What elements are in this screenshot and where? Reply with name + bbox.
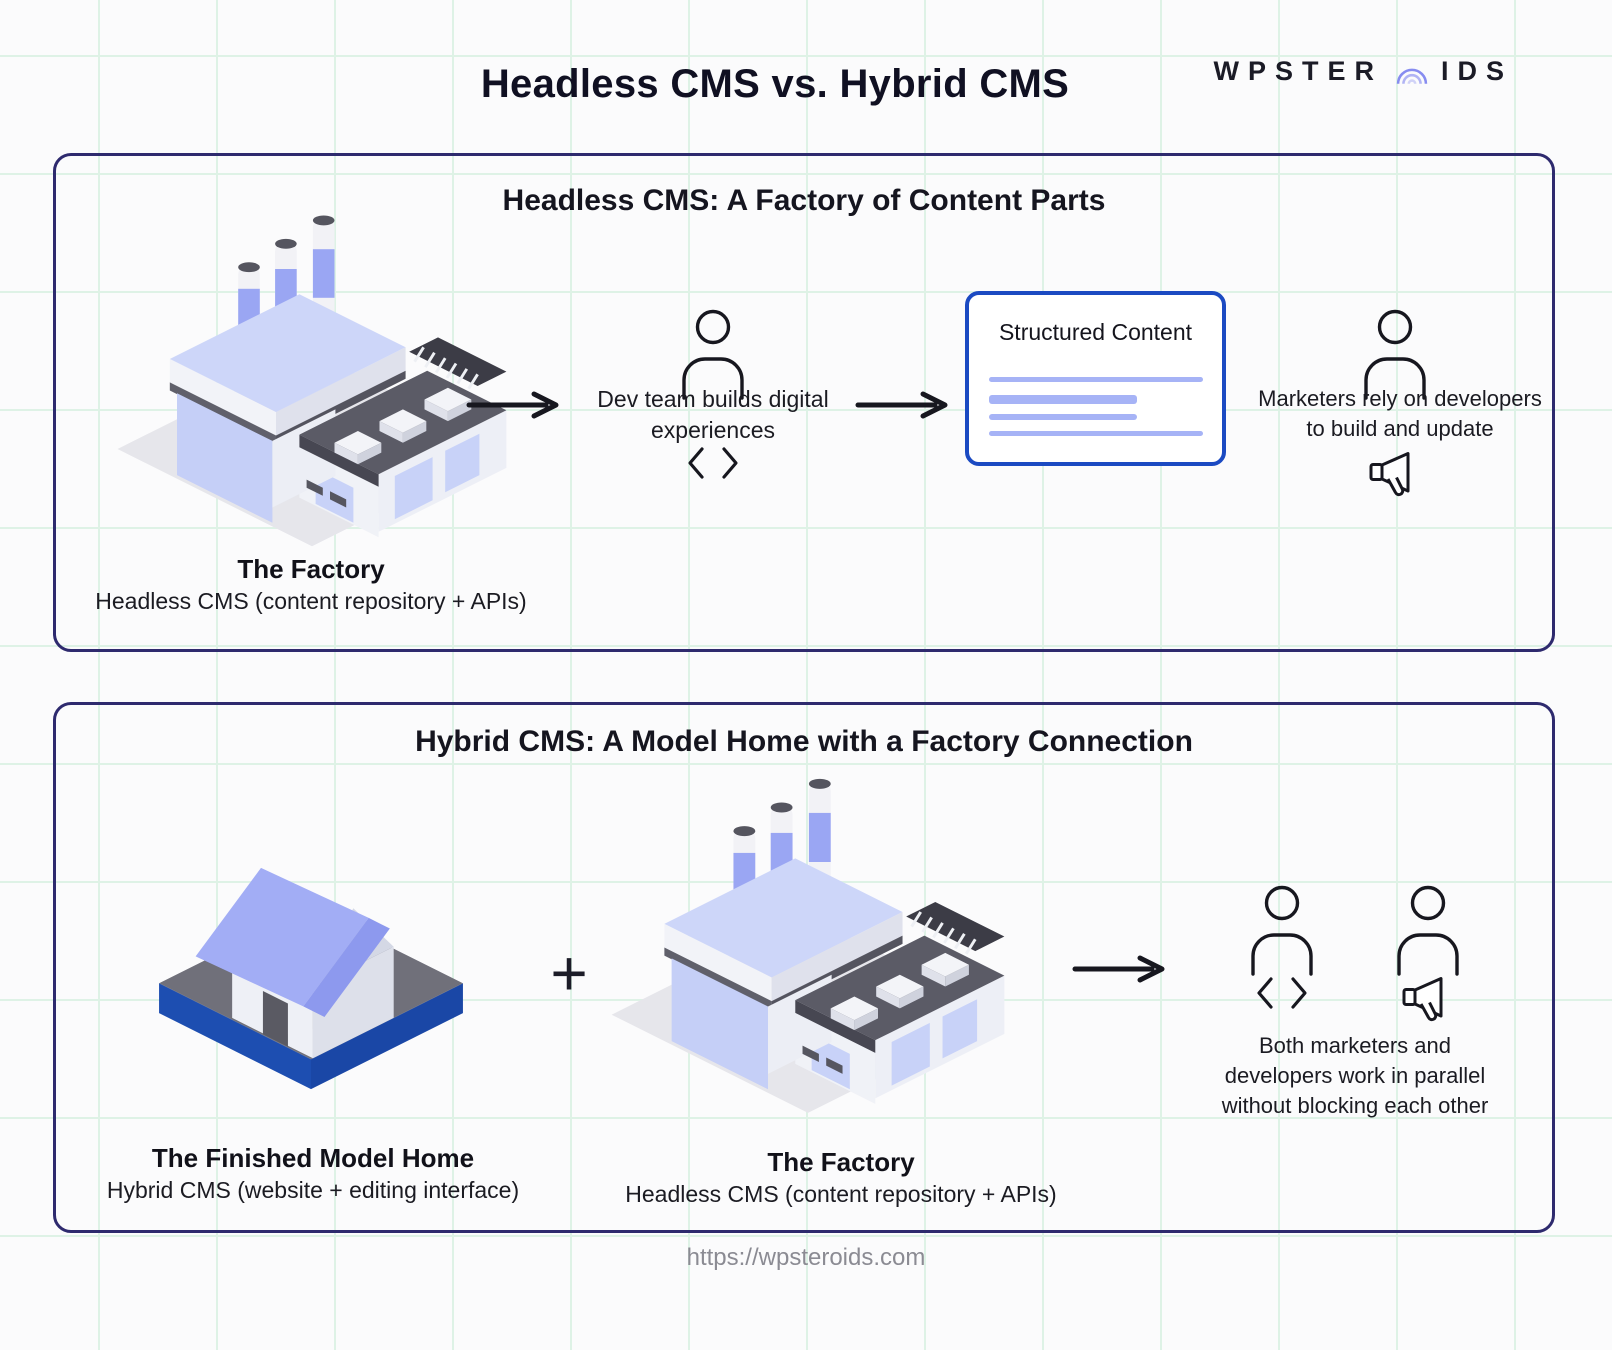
content-line	[989, 414, 1137, 420]
caption-line: Marketers rely on developers	[1258, 386, 1542, 411]
megaphone-icon	[1367, 448, 1423, 498]
caption-line: to build and update	[1306, 416, 1494, 441]
person-icon	[1387, 884, 1469, 976]
caption-line: experiences	[650, 417, 776, 443]
logo-text-right: IDS	[1440, 56, 1513, 86]
content-line	[989, 431, 1203, 436]
home-label: The Finished Model Home Hybrid CMS (webs…	[63, 1141, 563, 1206]
arrow-right-icon	[855, 390, 951, 420]
brand-logo: WPSTER IDS	[1213, 56, 1513, 87]
house-illustration	[146, 791, 476, 1091]
caption-line: without blocking each other	[1221, 1093, 1489, 1118]
panel-headless-heading: Headless CMS: A Factory of Content Parts	[502, 184, 1106, 217]
panel-hybrid-cms: Hybrid CMS: A Model Home with a Factory …	[53, 702, 1555, 1233]
plus-sign: +	[550, 937, 588, 1009]
logo-arc-icon	[1396, 68, 1428, 84]
factory-label-subtitle: Headless CMS (content repository + APIs)	[95, 588, 527, 614]
factory-illustration	[114, 206, 510, 548]
home-label-subtitle: Hybrid CMS (website + editing interface)	[106, 1177, 520, 1203]
code-brackets-icon	[1255, 976, 1309, 1010]
factory-label-title: The Factory	[767, 1147, 915, 1177]
panel-headless-cms: Headless CMS: A Factory of Content Parts…	[53, 153, 1555, 652]
content-line	[989, 377, 1203, 382]
megaphone-icon	[1400, 973, 1456, 1023]
parallel-caption: Both marketers and developers work in pa…	[1200, 1031, 1510, 1121]
factory-label-title: The Factory	[237, 554, 385, 584]
factory-label: The Factory Headless CMS (content reposi…	[501, 1145, 1181, 1210]
factory-illustration	[608, 769, 1008, 1115]
caption-line: Both marketers and	[1259, 1033, 1451, 1058]
footer-url: https://wpsteroids.com	[686, 1244, 926, 1271]
factory-label-subtitle: Headless CMS (content repository + APIs)	[625, 1181, 1057, 1207]
page-title: Headless CMS vs. Hybrid CMS	[480, 62, 1070, 106]
factory-label: The Factory Headless CMS (content reposi…	[78, 552, 544, 617]
marketer-caption: Marketers rely on developers to build an…	[1240, 384, 1560, 444]
arrow-right-icon	[466, 390, 562, 420]
structured-content-box: Structured Content	[965, 291, 1226, 466]
structured-content-title: Structured Content	[998, 319, 1193, 345]
panel-hybrid-heading: Hybrid CMS: A Model Home with a Factory …	[415, 725, 1193, 758]
person-icon	[1241, 884, 1323, 976]
code-brackets-icon	[686, 446, 740, 480]
home-label-title: The Finished Model Home	[151, 1143, 475, 1173]
arrow-right-icon	[1072, 954, 1168, 984]
content-line	[989, 395, 1137, 404]
dev-caption: Dev team builds digital experiences	[573, 384, 853, 446]
caption-line: developers work in parallel	[1224, 1063, 1486, 1088]
logo-text-left: WPSTER	[1213, 56, 1383, 86]
caption-line: Dev team builds digital	[597, 386, 829, 412]
